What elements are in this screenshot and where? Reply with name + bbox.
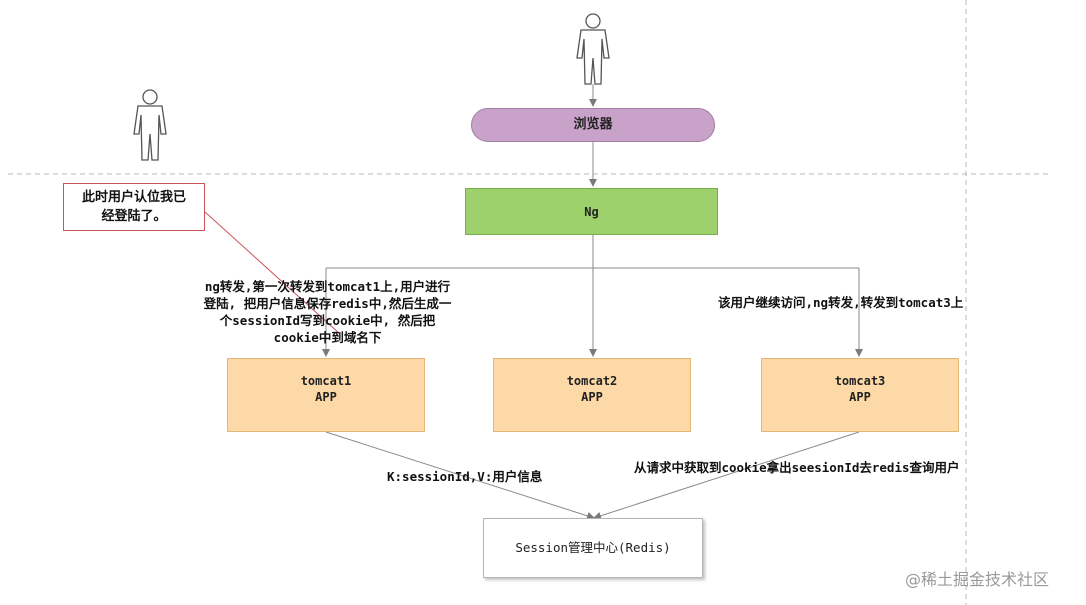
arrow-tomcat1-to-redis [325, 431, 595, 520]
tomcat3-app: APP [849, 390, 871, 404]
tomcat1-node: tomcat1 APP [227, 358, 425, 432]
tomcat2-app: APP [581, 390, 603, 404]
continue-visit-note: 该用户继续访问,ng转发,转发到tomcat3上 [718, 295, 964, 310]
callout-line-1: 此时用户认位我已 [81, 190, 186, 205]
nginx-label: Ng [584, 204, 599, 219]
browser-node: 浏览器 [471, 108, 715, 142]
first-login-note-line-4: cookie中到域名下 [273, 330, 382, 345]
tomcat3-node: tomcat3 APP [761, 358, 959, 432]
first-login-note-line-3: 个sessionId写到cookie中, 然后把 [219, 313, 436, 328]
user-icon-top [576, 13, 610, 85]
session-center-label: Session管理中心(Redis) [515, 540, 671, 555]
arrow-tomcat3-to-redis [593, 431, 860, 520]
tomcat3-name: tomcat3 [834, 374, 886, 388]
kv-note: K:sessionId,V:用户信息 [387, 469, 543, 484]
first-login-note-line-2: 登陆, 把用户信息保存redis中,然后生成一 [203, 296, 452, 311]
nginx-node: Ng [465, 188, 718, 235]
login-state-callout: 此时用户认位我已 经登陆了。 [63, 183, 205, 231]
user-icon-left [133, 89, 167, 161]
first-login-note: ng转发,第一次转发到tomcat1上,用户进行 登陆, 把用户信息保存redi… [180, 278, 475, 346]
first-login-note-line-1: ng转发,第一次转发到tomcat1上,用户进行 [204, 279, 451, 294]
tomcat2-name: tomcat2 [566, 374, 618, 388]
browser-label: 浏览器 [573, 117, 613, 132]
tomcat2-node: tomcat2 APP [493, 358, 691, 432]
callout-line-2: 经登陆了。 [101, 209, 167, 224]
watermark: @稀土掘金技术社区 [905, 570, 1050, 589]
session-center-node: Session管理中心(Redis) [483, 518, 703, 578]
tomcat1-name: tomcat1 [300, 374, 352, 388]
get-cookie-note: 从请求中获取到cookie拿出seesionId去redis查询用户 [634, 460, 960, 475]
callout-leader-line [204, 211, 341, 335]
tomcat1-app: APP [315, 390, 337, 404]
